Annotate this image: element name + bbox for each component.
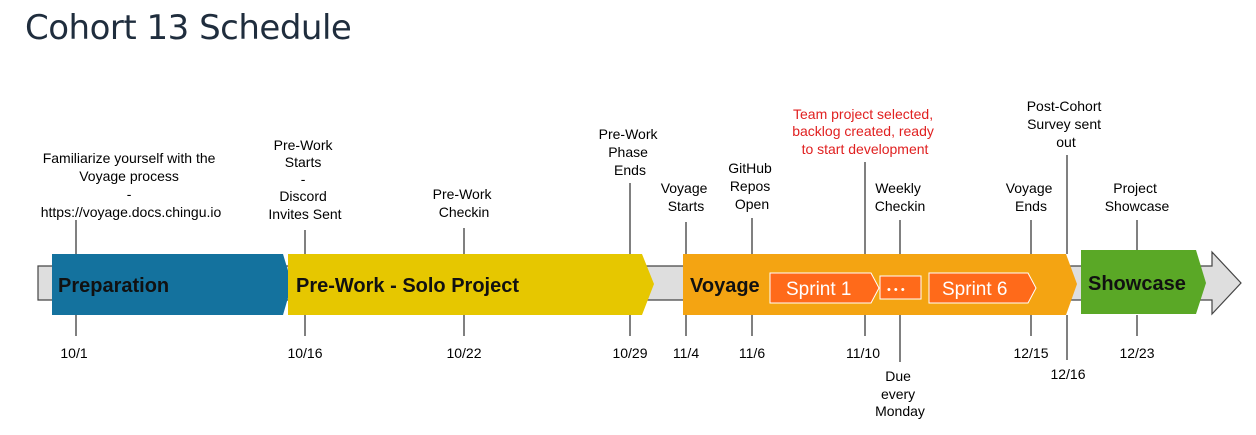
event-survey: Post-Cohort Survey sent out <box>1027 98 1106 150</box>
event-github: GitHub Repos Open <box>728 160 775 212</box>
date-label: 12/16 <box>1050 366 1085 382</box>
sprint-ellipsis <box>879 275 922 300</box>
event-prework-starts: Pre-Work Starts - Discord Invites Sent <box>268 137 341 222</box>
phase-showcase-label: Showcase <box>1088 273 1186 295</box>
phase-voyage-label: Voyage <box>690 275 760 297</box>
event-voyage-starts: Voyage Starts <box>661 180 712 214</box>
date-label: 10/16 <box>287 345 322 361</box>
date-label: 11/4 <box>673 345 699 361</box>
sprint-6 <box>928 272 1037 304</box>
event-prework-ends: Pre-Work Phase Ends <box>599 126 662 178</box>
date-label: 11/6 <box>739 345 765 361</box>
sprint-6-label: Sprint 6 <box>942 279 1007 300</box>
date-label: 11/10 <box>846 345 880 361</box>
date-label: 12/23 <box>1119 345 1154 361</box>
sprint-1-label: Sprint 1 <box>786 279 851 300</box>
event-team-project: Team project selected, backlog created, … <box>792 106 938 157</box>
event-weekly-checkin: Weekly Checkin <box>875 180 926 214</box>
event-voyage-ends: Voyage Ends <box>1006 180 1057 214</box>
phase-prework-label: Pre-Work - Solo Project <box>296 275 519 297</box>
page-title: Cohort 13 Schedule <box>25 8 352 48</box>
sprint-ellipsis-label: • • • <box>887 284 905 296</box>
phase-preparation <box>52 254 292 315</box>
event-due: Due every Monday <box>875 368 925 419</box>
event-prework-checkin: Pre-Work Checkin <box>433 186 496 220</box>
date-label: 10/1 <box>60 345 87 361</box>
date-label: 10/22 <box>446 345 481 361</box>
date-label: 10/29 <box>612 345 647 361</box>
date-label: 12/15 <box>1013 345 1048 361</box>
phase-showcase <box>1081 250 1206 314</box>
event-familiarize: Familiarize yourself with the Voyage pro… <box>41 150 222 220</box>
phase-preparation-label: Preparation <box>58 275 169 297</box>
phase-prework <box>288 254 654 315</box>
sprint-1 <box>769 272 880 304</box>
event-project-showcase: Project Showcase <box>1105 180 1170 214</box>
